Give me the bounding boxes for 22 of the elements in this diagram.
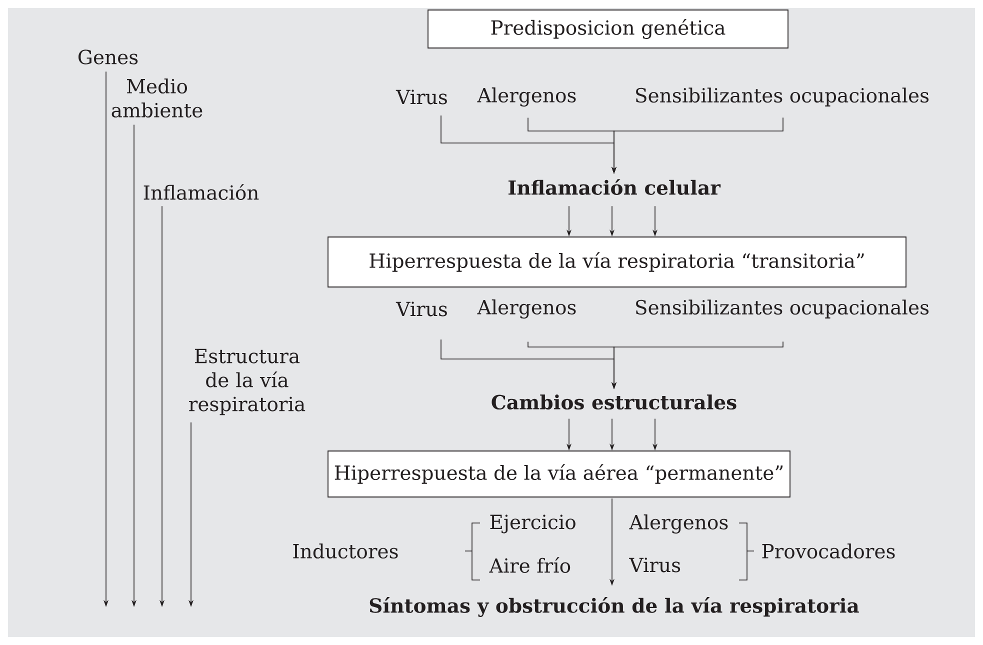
- trigger-label: Aire frío: [489, 557, 570, 573]
- factor-label: Genes: [78, 50, 138, 64]
- trigger-label: Alergenos: [477, 87, 576, 107]
- trigger-label: Ejercicio: [490, 514, 576, 534]
- stage-label: Inflamación celular: [508, 179, 721, 195]
- factor-label: Medio ambiente: [112, 78, 202, 118]
- stage-box: Hiperrespuesta de la vía respiratoria “transitoria”: [328, 236, 906, 288]
- trigger-label: Virus: [629, 558, 680, 572]
- stage-box: Predisposicion genética: [428, 10, 788, 48]
- trigger-label: Alergenos: [629, 514, 728, 534]
- trigger-label: Sensibilizantes ocupacionales: [636, 88, 929, 106]
- stage-label: Cambios estructurales: [492, 394, 736, 410]
- group-label: Inductores: [293, 543, 398, 559]
- factor-label: Estructura de la vía respiratoria: [189, 348, 306, 416]
- trigger-label: Virus: [396, 90, 447, 104]
- outcome-label: Síntomas y obstrucción de la vía respiratoria: [370, 597, 859, 617]
- stage-box: Hiperrespuesta de la vía aérea “permanente”: [328, 450, 790, 498]
- trigger-label: Alergenos: [477, 299, 576, 319]
- factor-label: Inflamación: [144, 184, 259, 200]
- trigger-label: Sensibilizantes ocupacionales: [636, 300, 929, 318]
- trigger-label: Virus: [396, 302, 447, 316]
- group-label: Provocadores: [762, 543, 895, 559]
